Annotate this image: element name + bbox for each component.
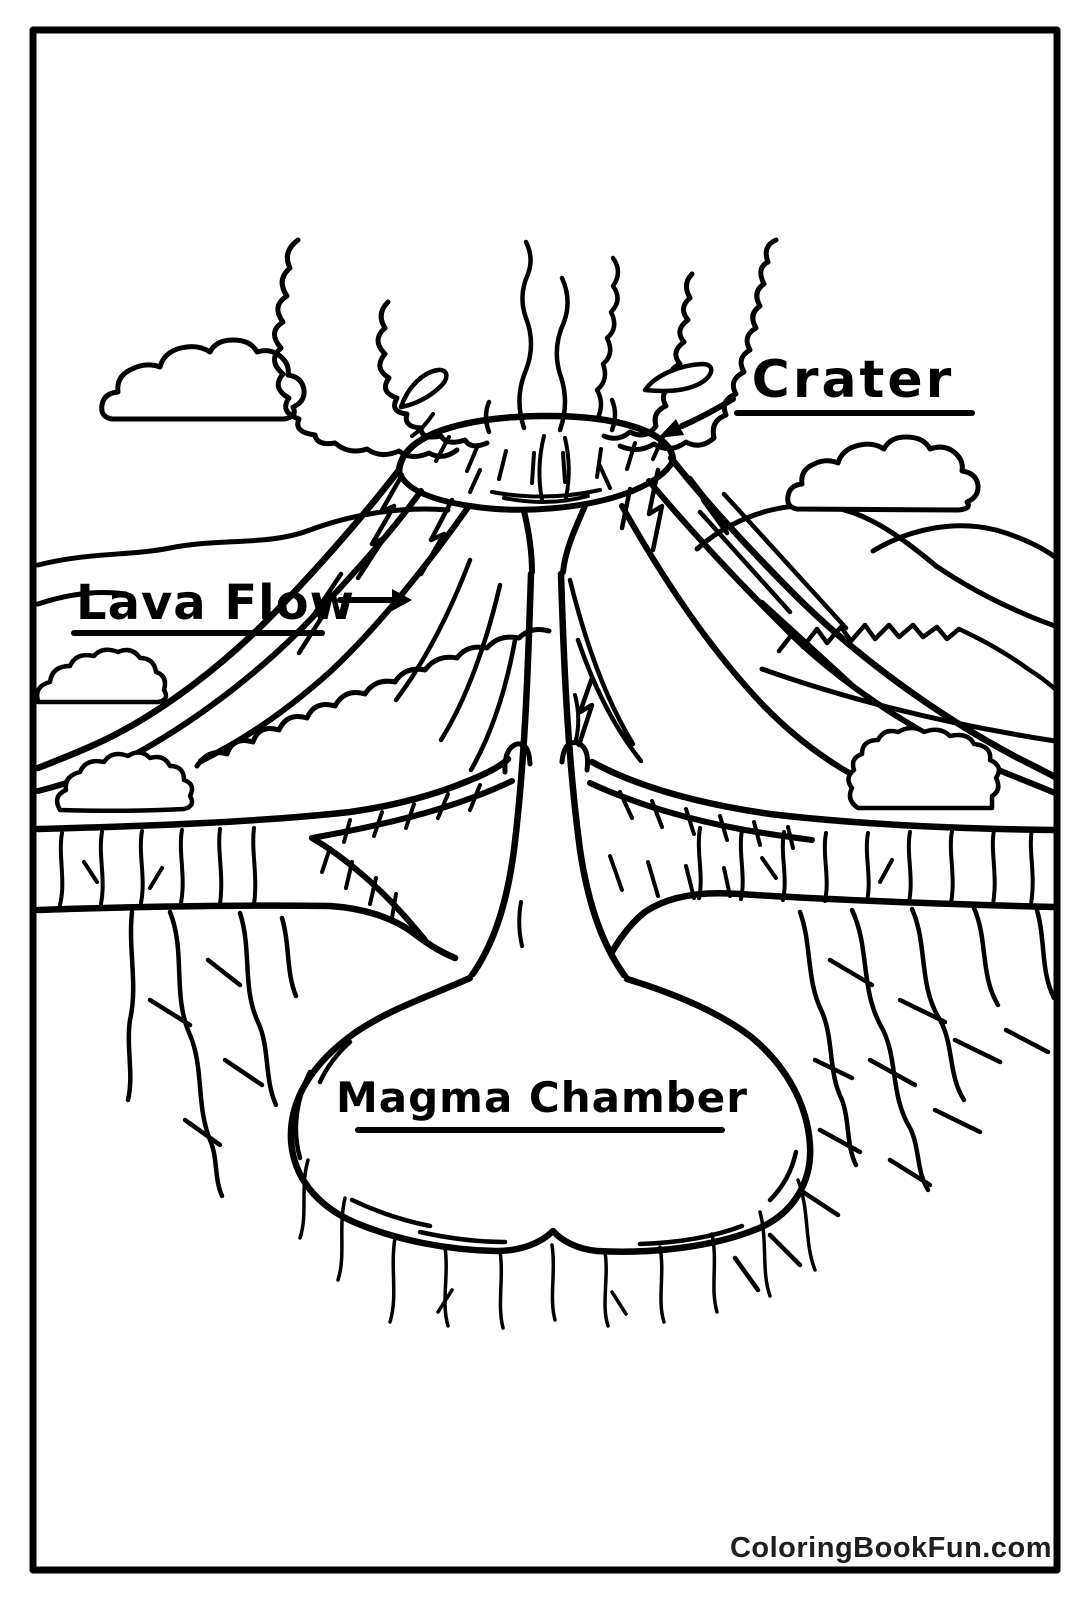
scrub-zigzag bbox=[776, 622, 1058, 692]
conduit-fill bbox=[470, 574, 627, 979]
smoke-plumes bbox=[272, 237, 779, 459]
lava-droplet-left-flick bbox=[410, 412, 435, 438]
lava-streaks bbox=[296, 467, 859, 773]
crater-arrow-line bbox=[679, 396, 736, 429]
smoke-wisps bbox=[483, 239, 618, 435]
cloud-right bbox=[785, 434, 981, 513]
crater-rim bbox=[395, 412, 677, 475]
layer-line-left-top bbox=[34, 755, 512, 833]
watermark-text: ColoringBookFun.com bbox=[730, 1532, 1052, 1564]
layer-hatches-left bbox=[58, 783, 482, 920]
page-border bbox=[29, 26, 1061, 1574]
lava-skirt-drips bbox=[194, 627, 552, 769]
lava-flow-label: Lava Flow bbox=[76, 575, 355, 631]
branch-conduit-edge bbox=[309, 835, 428, 943]
label-magma-chamber: Magma Chamber bbox=[336, 1073, 748, 1133]
left-flank bbox=[34, 466, 403, 772]
crack-network bbox=[125, 904, 1057, 1293]
bushes bbox=[35, 647, 1002, 814]
label-crater: Crater bbox=[658, 350, 975, 438]
chamber-inner-accents bbox=[293, 1039, 799, 1247]
magma-chamber-fill bbox=[290, 967, 811, 1252]
lava-droplet-right bbox=[642, 361, 714, 394]
magma-chamber bbox=[287, 967, 814, 1255]
layer-line-right-top bbox=[588, 758, 1058, 834]
ground-mounds bbox=[502, 740, 590, 775]
label-lava-flow: Lava Flow bbox=[71, 575, 412, 636]
lava-droplet-left bbox=[398, 367, 449, 410]
cloud-left bbox=[99, 337, 307, 422]
lava-flow-arrow-icon bbox=[392, 589, 412, 611]
bush-left bbox=[35, 647, 169, 705]
vent-funnel bbox=[521, 503, 588, 575]
crater bbox=[395, 412, 677, 575]
layer-line-right-bottom bbox=[608, 889, 1058, 956]
rock-layers bbox=[34, 755, 1058, 962]
bush-mid-left bbox=[54, 750, 195, 814]
volcano-flanks bbox=[34, 454, 1059, 809]
crater-hatches bbox=[434, 435, 665, 494]
chamber-bottom-cracks bbox=[298, 1158, 817, 1330]
crater-bowl bbox=[396, 458, 676, 513]
crater-label: Crater bbox=[752, 350, 955, 410]
crater-arrow-icon bbox=[658, 419, 684, 438]
magma-chamber-label: Magma Chamber bbox=[336, 1073, 748, 1122]
right-flank bbox=[667, 454, 1059, 781]
bush-right bbox=[846, 725, 1002, 811]
layer-hatches-right bbox=[608, 790, 1035, 906]
